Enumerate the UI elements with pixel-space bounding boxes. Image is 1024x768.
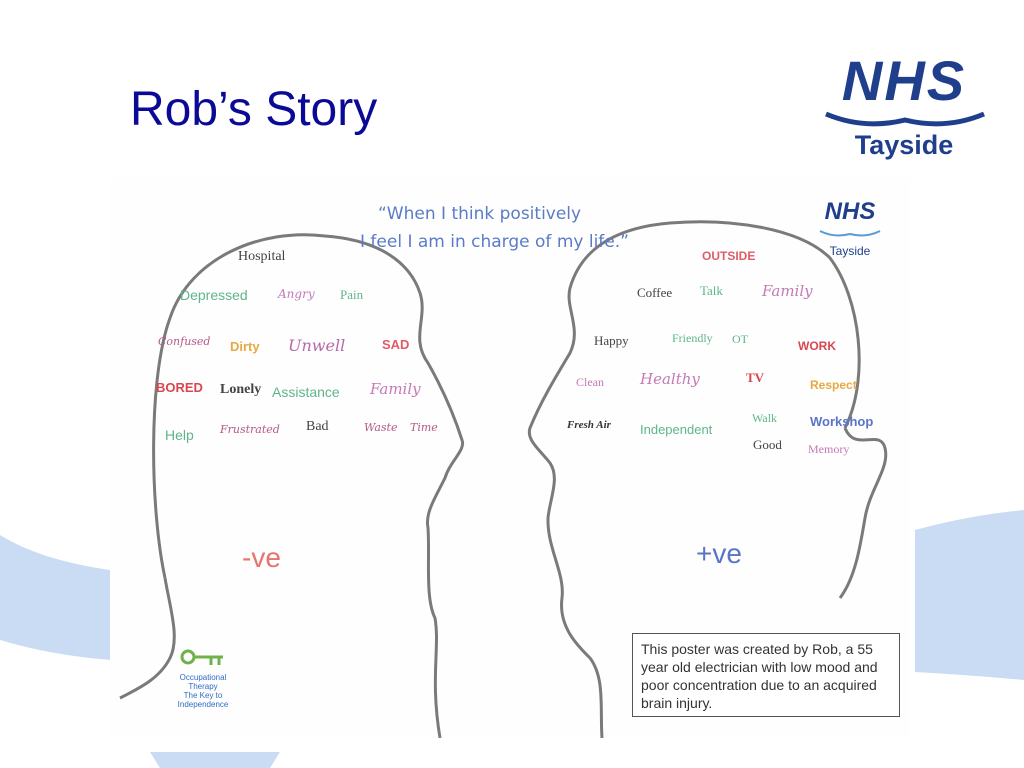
neg-word-time: Time [410,421,438,434]
pos-word-ot: OT [732,332,748,346]
negative-label: -ve [242,542,281,573]
pos-word-work: WORK [798,339,836,353]
pos-word-independent: Independent [640,422,713,437]
nhs-logo: NHS Tayside [820,48,990,178]
pos-word-healthy: Healthy [640,370,700,388]
ot-key-line-1: Occupational [179,673,227,682]
neg-word-hospital: Hospital [238,249,286,264]
neg-word-sad: SAD [382,337,410,352]
poster-nhs-region: Tayside [829,244,871,258]
poster-nhs-text: NHS [824,198,876,225]
ot-key-logo: Occupational Therapy The Key to Independ… [168,648,238,709]
neg-word-bored: BORED [156,380,203,395]
pos-word-family: Family [762,282,813,300]
neg-word-waste: Waste [364,421,398,434]
poster-nhs-logo: NHS Tayside [818,198,882,258]
poster-note: This poster was created by Rob, a 55 yea… [632,633,900,717]
nhs-logo-text: NHS [841,49,967,112]
neg-word-lonely: Lonely [220,382,262,397]
pos-word-clean: Clean [576,375,604,389]
neg-word-family: Family [370,380,421,398]
neg-word-pain: Pain [340,287,364,302]
positive-label: +ve [696,538,742,569]
pos-word-happy: Happy [594,333,629,348]
pos-word-walk: Walk [752,411,778,425]
neg-word-confused: Confused [158,335,211,348]
pos-word-outside: OUTSIDE [702,249,756,263]
pos-word-coffee: Coffee [637,285,673,300]
nhs-logo-region: Tayside [854,130,954,160]
neg-word-angry: Angry [278,287,315,301]
ot-key-text: Occupational Therapy The Key to Independ… [168,673,238,709]
key-icon [180,649,223,665]
pos-word-friendly: Friendly [672,331,713,345]
pos-word-talk: Talk [700,283,723,298]
ot-key-line-2: Therapy [188,682,218,691]
neg-word-assistance: Assistance [272,384,340,400]
neg-word-dirty: Dirty [230,339,260,354]
poster-nhs-swoosh-icon [819,230,881,237]
nhs-swoosh-icon [825,111,985,127]
ot-key-line-4: Independence [177,700,229,709]
ot-key-line-3: The Key to [183,691,223,700]
neg-word-depressed: Depressed [180,287,248,303]
pos-word-respect: Respect [810,378,857,392]
neg-word-bad: Bad [306,419,329,434]
quote-line-2: I feel I am in charge of my life.” [360,232,629,252]
quote-line-1: “When I think positively [378,204,582,224]
pos-word-fresh-air: Fresh Air [567,419,611,431]
head-silhouettes [119,220,888,738]
pos-word-good: Good [753,437,782,452]
pos-word-workshop: Workshop [810,414,874,429]
pos-word-tv: TV [746,370,765,385]
neg-word-unwell: Unwell [288,336,346,355]
neg-word-frustrated: Frustrated [220,423,280,436]
poster: “When I think positively I feel I am in … [110,178,910,738]
pos-word-memory: Memory [808,442,850,456]
page-title: Rob’s Story [130,83,378,136]
neg-word-help: Help [165,427,194,443]
